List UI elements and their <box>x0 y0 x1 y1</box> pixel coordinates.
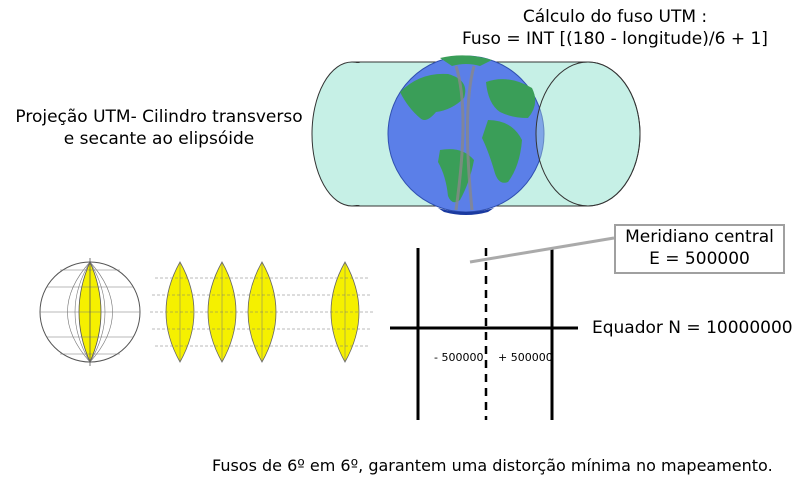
globe-single-zone <box>39 258 141 366</box>
offset-positive-label: + 500000 <box>498 351 553 364</box>
meridian-callout: Meridiano central E = 500000 <box>614 224 785 274</box>
offset-negative-label: - 500000 <box>434 351 484 364</box>
projection-line-2: e secante ao elipsóide <box>63 129 255 149</box>
earth-globe <box>387 55 545 215</box>
meridian-value: E = 500000 <box>649 249 750 269</box>
utm-zone-formula: Cálculo do fuso UTM : Fuso = INT [(180 -… <box>430 6 800 50</box>
equator-label: Equador N = 10000000 <box>592 318 793 338</box>
unrolled-zones <box>150 261 374 363</box>
meridian-callout-pointer <box>469 236 615 264</box>
projection-line-1: Projeção UTM- Cilindro transverso <box>15 107 303 127</box>
formula-expression: Fuso = INT [(180 - longitude)/6 + 1] <box>462 29 768 49</box>
projection-label: Projeção UTM- Cilindro transverso e seca… <box>0 106 318 150</box>
zone-axes <box>390 236 615 420</box>
formula-title: Cálculo do fuso UTM : <box>522 7 708 27</box>
meridian-title: Meridiano central <box>625 227 774 247</box>
footer-note: Fusos de 6º em 6º, garantem uma distorçã… <box>212 456 773 475</box>
cylinder-right-rim <box>535 61 641 207</box>
